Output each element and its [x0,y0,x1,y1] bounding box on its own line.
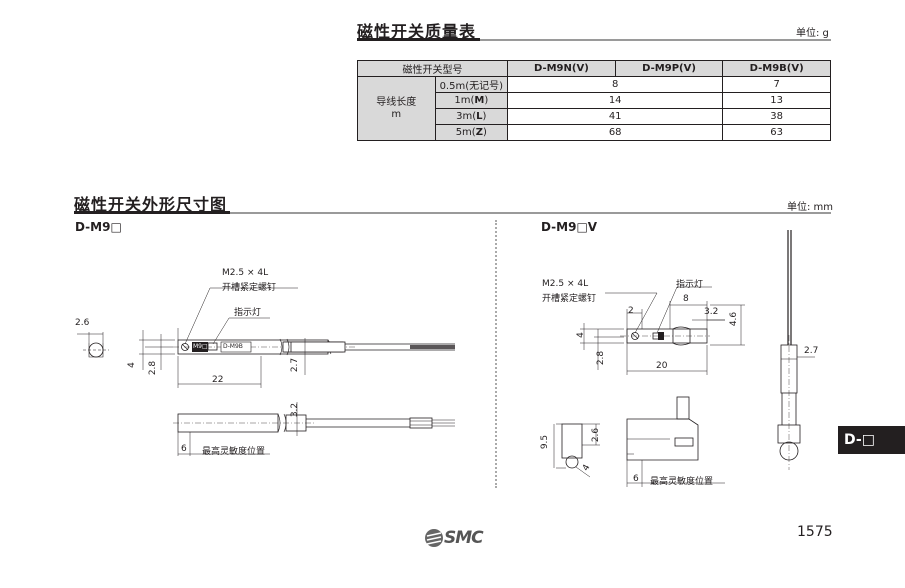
mass-table: 磁性开关型号 D-M9N(V) D-M9P(V) D-M9B(V) 导线长度 m… [356,60,831,141]
column-separator [495,220,497,488]
right-dim-20: 20 [656,361,668,371]
table-header-cell: D-M9B(V) [722,60,831,77]
length-cell: 5m(Z) [434,124,509,141]
length-end: ) [482,127,487,138]
right-screw-spec: M2.5 × 4L [542,279,589,289]
left-indicator-label: 指示灯 [234,308,262,318]
left-dim-6: 6 [181,444,187,454]
left-dim-22: 22 [212,375,224,385]
smc-logo-icon [425,529,443,547]
length-code: L [476,111,483,122]
left-dim-2-8: 2.8 [148,360,159,376]
right-indicator-label: 指示灯 [676,280,704,290]
length-code: M [474,95,485,106]
lead-length-label: 导线长度 m [357,76,436,141]
right-dim-9-5: 9.5 [540,434,551,450]
table-row: 5m(Z) 68 63 [358,124,831,141]
length-cell: 3m(L) [434,108,509,125]
right-sensing-label: 最高灵敏度位置 [650,477,714,487]
table-row: 3m(L) 41 38 [358,108,831,125]
dimensions-title: 磁性开关外形尺寸图 [74,195,228,214]
table-row: 1m(M) 14 13 [358,92,831,109]
table-header-cell: 磁性开关型号 [356,60,509,77]
left-body-m9-label: M9□ [193,343,208,350]
length-end: ) [484,95,489,106]
left-body-m9b-label: D-M9B [223,343,243,350]
right-dim-2-7: 2.7 [804,346,819,356]
right-dim-6: 6 [633,474,639,484]
value-cell: 13 [722,92,831,109]
section-tab: D-□ [838,426,905,454]
length-num: 3m( [456,111,477,122]
right-dim-2-6: 2.6 [591,427,602,443]
left-dim-2-7: 2.7 [290,357,301,373]
value-cell: 7 [722,76,831,93]
right-dim-8: 8 [683,294,689,304]
left-screw-name: 开槽紧定螺钉 [222,283,277,293]
left-sensing-label: 最高灵敏度位置 [202,447,266,457]
table-row: 导线长度 m 0.5m(无记号) 8 7 [357,76,831,141]
table-header-cell: D-M9N(V) [507,60,616,77]
left-dim-2-6: 2.6 [75,318,90,328]
length-code: Z [475,127,483,138]
mass-unit: 单位: g [796,28,829,39]
left-model-label: D-M9□ [75,220,122,234]
length-cell: 0.5m(无记号) [434,76,509,93]
length-cell: 1m(M) [434,92,509,109]
smc-logo-text: SMC [444,528,484,548]
right-dimension-drawing [553,230,815,487]
smc-logo: SMC [424,528,484,548]
value-cell: 8 [507,76,724,93]
right-dim-4: 4 [575,332,586,338]
right-dim-2: 2 [628,306,634,316]
title-rule [480,39,831,41]
table-header-cell: D-M9P(V) [614,60,724,77]
value-cell: 41 [507,108,724,125]
value-cell: 63 [722,124,831,141]
right-dim-4-6: 4.6 [729,311,740,327]
title-underline [74,211,230,214]
value-cell: 68 [507,124,724,141]
page-number: 1575 [797,524,833,540]
length-num: 1m( [454,95,475,106]
left-dim-4: 4 [126,362,137,368]
length-num: 5m( [455,127,476,138]
right-dim-3-2: 3.2 [704,307,719,317]
mass-table-title: 磁性开关质量表 [357,22,477,41]
dimensions-unit: 单位: mm [787,202,834,213]
right-screw-name: 开槽紧定螺钉 [542,294,597,304]
title-underline [357,38,480,41]
table-header-row: 磁性开关型号 D-M9N(V) D-M9P(V) D-M9B(V) [356,60,831,77]
length-end: ) [482,111,487,122]
lead-length-label-text: 导线长度 [376,96,417,108]
left-dim-3-2: 3.2 [290,402,301,418]
left-dimension-drawing [77,287,455,456]
lead-length-unit: m [391,108,402,120]
right-dim-2-8: 2.8 [596,350,607,366]
right-model-label: D-M9□V [541,220,598,234]
value-cell: 38 [722,108,831,125]
value-cell: 14 [507,92,724,109]
left-screw-spec: M2.5 × 4L [222,268,269,278]
title-rule [230,212,831,214]
